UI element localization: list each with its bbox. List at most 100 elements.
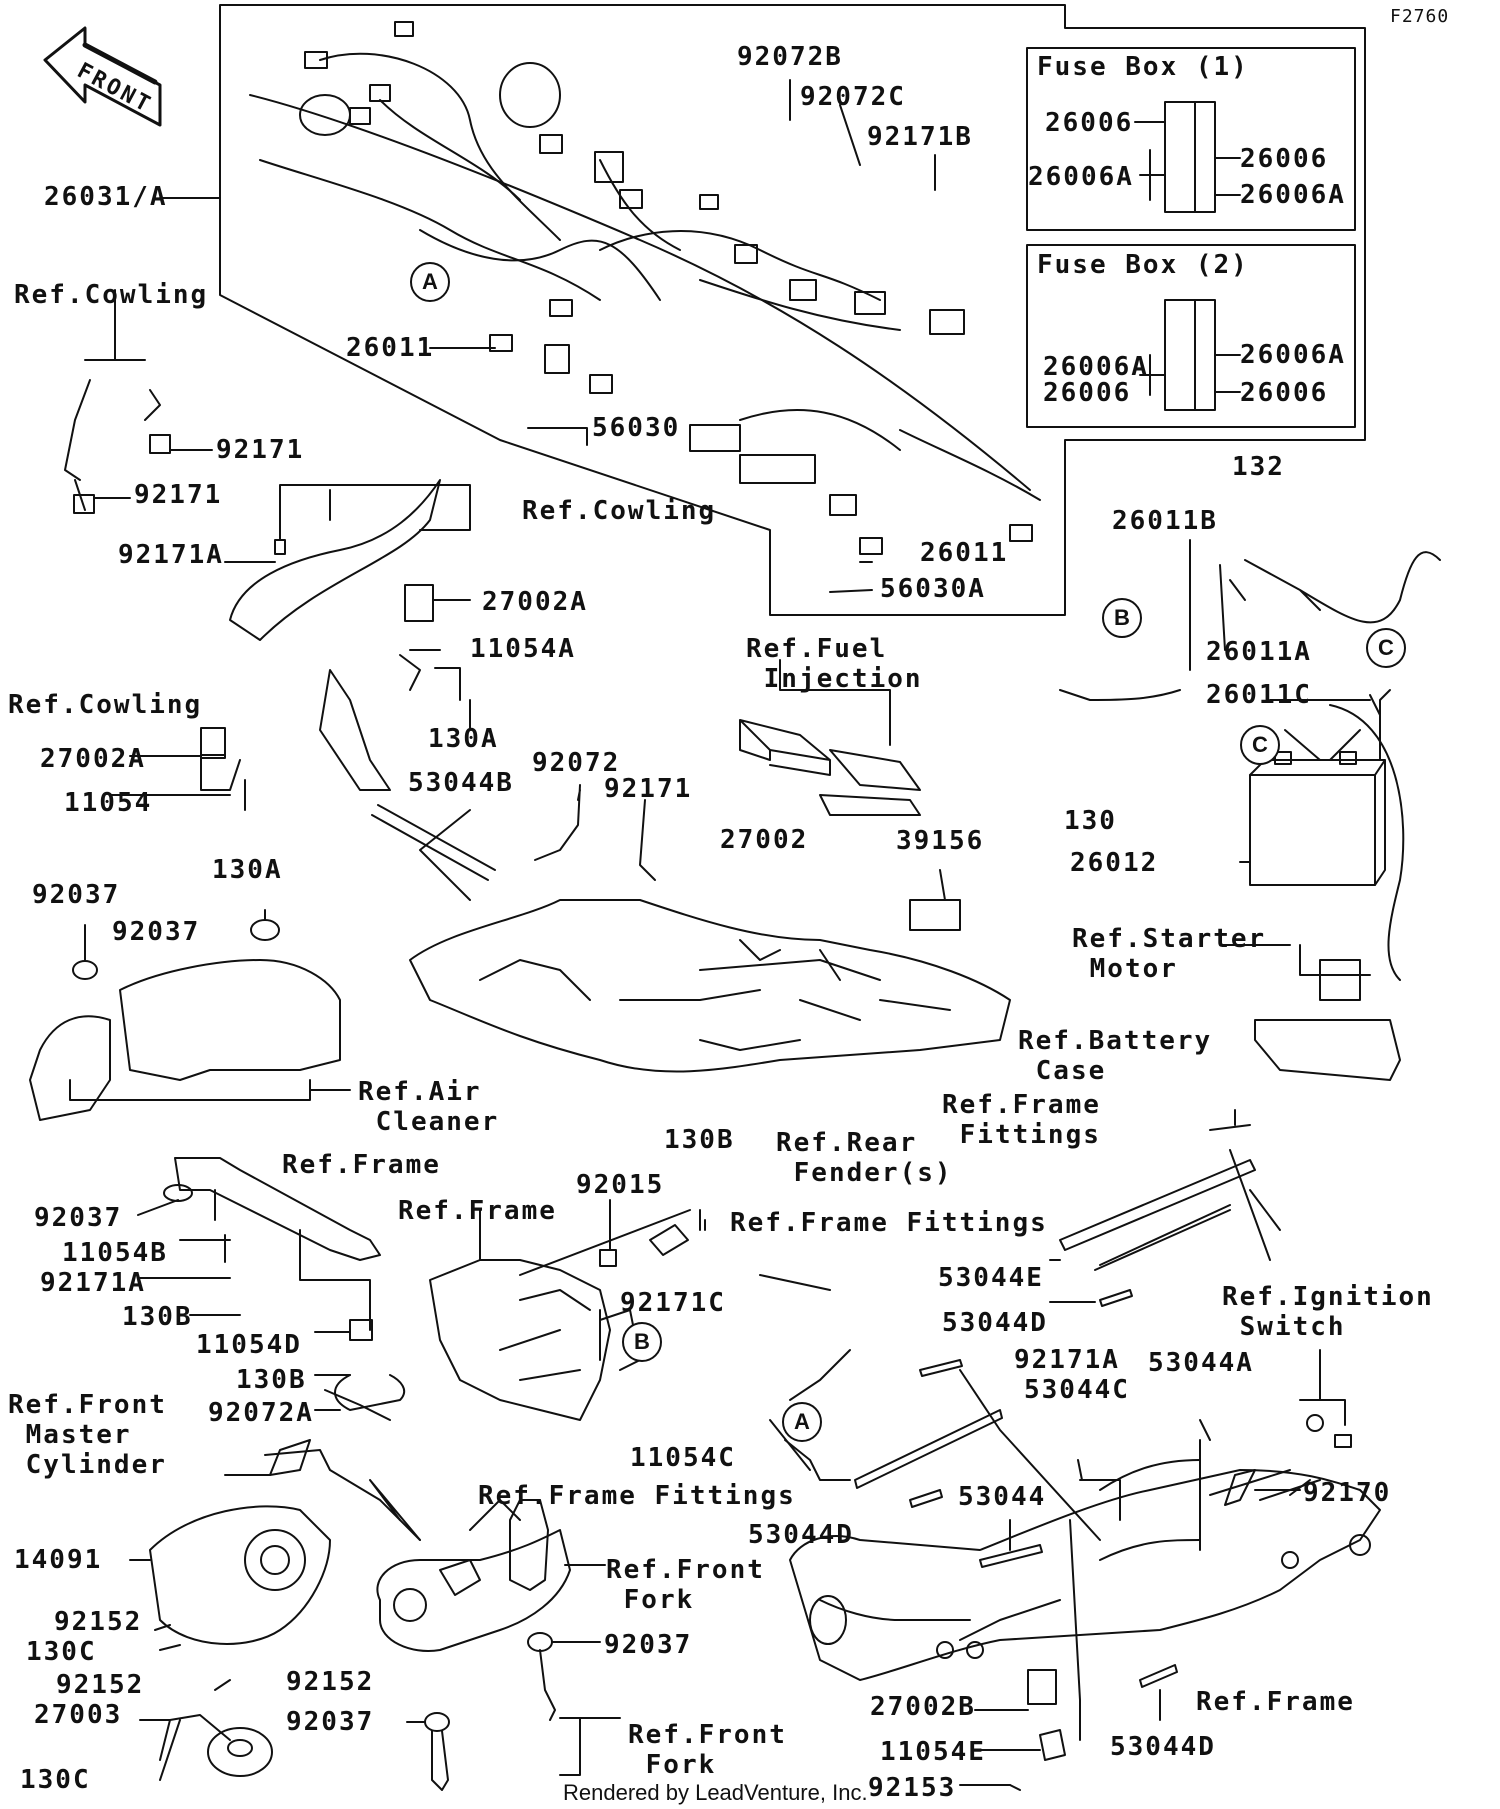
- part-11054d: 11054D: [196, 1330, 302, 1360]
- main-frame-outline: [789, 1469, 1381, 1681]
- part-26031: 26031/A: [44, 182, 168, 212]
- front-direction-arrow: FRONT: [34, 40, 164, 122]
- part-92037: 92037: [32, 880, 121, 910]
- part-26011b: 26011B: [1112, 506, 1218, 536]
- part-130b: 130B: [236, 1365, 307, 1395]
- fuse-box-1-right-2: 26006A: [1240, 180, 1346, 210]
- callout-b: B: [1102, 598, 1142, 638]
- part-26011: 26011: [920, 538, 1009, 568]
- part-92171a: 92171A: [40, 1268, 146, 1298]
- part-92152: 92152: [56, 1670, 145, 1700]
- ref-air-cleaner-label: Ref.Air Cleaner: [358, 1077, 500, 1137]
- part-53044b: 53044B: [408, 768, 514, 798]
- ref-ignition-switch-label: Ref.Ignition Switch: [1222, 1282, 1434, 1342]
- ref-starter-motor-label: Ref.Starter Motor: [1072, 924, 1267, 984]
- fuse-box-2-title: Fuse Box (2): [1037, 250, 1249, 280]
- front-label: FRONT: [72, 58, 157, 119]
- ref-frame-label: Ref.Frame: [282, 1150, 441, 1180]
- part-39156: 39156: [896, 826, 985, 856]
- part-11054c: 11054C: [630, 1443, 736, 1473]
- part-92152: 92152: [54, 1607, 143, 1637]
- part-92037: 92037: [112, 917, 201, 947]
- part-27002b: 27002B: [870, 1692, 976, 1722]
- front-arrow-shape: [43, 26, 162, 127]
- part-92171a: 92171A: [118, 540, 224, 570]
- part-26012: 26012: [1070, 848, 1159, 878]
- harness-outline: [219, 4, 1366, 616]
- part-92171c: 92171C: [620, 1288, 726, 1318]
- part-26011: 26011: [346, 333, 435, 363]
- part-92037: 92037: [34, 1203, 123, 1233]
- part-56030a: 56030A: [880, 574, 986, 604]
- part-26011a: 26011A: [1206, 637, 1312, 667]
- ref-front-master-cylinder-label: Ref.Front Master Cylinder: [8, 1390, 167, 1480]
- part-92072a: 92072A: [208, 1398, 314, 1428]
- ref-frame-fittings-label: Ref.Frame Fittings: [730, 1208, 1048, 1238]
- fuse-box-2-right-2: 26006: [1240, 378, 1329, 408]
- part-11054e: 11054E: [880, 1737, 986, 1767]
- fuse-box-2-left-2: 26006: [1043, 378, 1132, 408]
- ref-frame-label: Ref.Frame: [398, 1196, 557, 1226]
- part-92171: 92171: [216, 435, 305, 465]
- part-92072: 92072: [532, 748, 621, 778]
- ref-battery-case-label: Ref.Battery Case: [1018, 1026, 1213, 1086]
- part-27003: 27003: [34, 1700, 123, 1730]
- fuse-box-2-right-1: 26006A: [1240, 340, 1346, 370]
- part-92153: 92153: [868, 1773, 957, 1803]
- fuse-box-1-left-1: 26006: [1045, 108, 1134, 138]
- part-53044d: 53044D: [1110, 1732, 1216, 1762]
- part-130c: 130C: [26, 1637, 97, 1667]
- part-92171: 92171: [134, 480, 223, 510]
- ref-front-fork-label: Ref.Front Fork: [606, 1555, 765, 1615]
- part-53044d: 53044D: [748, 1520, 854, 1550]
- part-130c: 130C: [20, 1765, 91, 1795]
- part-130a: 130A: [428, 724, 499, 754]
- part-53044c: 53044C: [1024, 1375, 1130, 1405]
- part-92037: 92037: [286, 1707, 375, 1737]
- ref-cowling-label: Ref.Cowling: [8, 690, 203, 720]
- part-53044: 53044: [958, 1482, 1047, 1512]
- ref-frame-fittings-label: Ref.Frame Fittings: [478, 1481, 796, 1511]
- part-26011c: 26011C: [1206, 680, 1312, 710]
- part-92152: 92152: [286, 1667, 375, 1697]
- part-11054a: 11054A: [470, 634, 576, 664]
- figure-code: F2760: [1390, 6, 1450, 27]
- part-92171: 92171: [604, 774, 693, 804]
- ref-cowling-label: Ref.Cowling: [14, 280, 209, 310]
- ref-front-fork-label: Ref.Front Fork: [628, 1720, 787, 1780]
- part-92072c: 92072C: [800, 82, 906, 112]
- callout-c: C: [1366, 628, 1406, 668]
- render-credit: Rendered by LeadVenture, Inc.: [563, 1780, 868, 1805]
- callout-c: C: [1240, 725, 1280, 765]
- callout-a: A: [782, 1402, 822, 1442]
- rear-fender-outline: [409, 899, 1011, 1073]
- part-92171b: 92171B: [867, 122, 973, 152]
- fuse-box-1-title: Fuse Box (1): [1037, 52, 1249, 82]
- part-27002: 27002: [720, 825, 809, 855]
- part-27002a: 27002A: [482, 587, 588, 617]
- part-14091: 14091: [14, 1545, 103, 1575]
- part-56030: 56030: [592, 413, 681, 443]
- callout-a: A: [410, 262, 450, 302]
- battery-shape: [1249, 774, 1376, 886]
- part-27002a: 27002A: [40, 744, 146, 774]
- part-130: 130: [1064, 806, 1117, 836]
- ref-frame-fittings-label: Ref.Frame Fittings: [942, 1090, 1101, 1150]
- part-53044a: 53044A: [1148, 1348, 1254, 1378]
- ref-frame-label: Ref.Frame: [1196, 1687, 1355, 1717]
- fuse-box-1-left-2: 26006A: [1028, 162, 1134, 192]
- part-92170: 92170: [1303, 1478, 1392, 1508]
- part-11054b: 11054B: [62, 1238, 168, 1268]
- part-53044d: 53044D: [942, 1308, 1048, 1338]
- part-53044e: 53044E: [938, 1263, 1044, 1293]
- main-harness: [249, 94, 1031, 491]
- fuse-box-2-left-1: 26006A: [1043, 352, 1149, 382]
- ref-fuel-injection-label: Ref.Fuel Injection: [746, 634, 923, 694]
- part-92015: 92015: [576, 1170, 665, 1200]
- callout-b: B: [622, 1322, 662, 1362]
- part-92037: 92037: [604, 1630, 693, 1660]
- part-130b: 130B: [664, 1125, 735, 1155]
- part-11054: 11054: [64, 788, 153, 818]
- part-130b: 130B: [122, 1302, 193, 1332]
